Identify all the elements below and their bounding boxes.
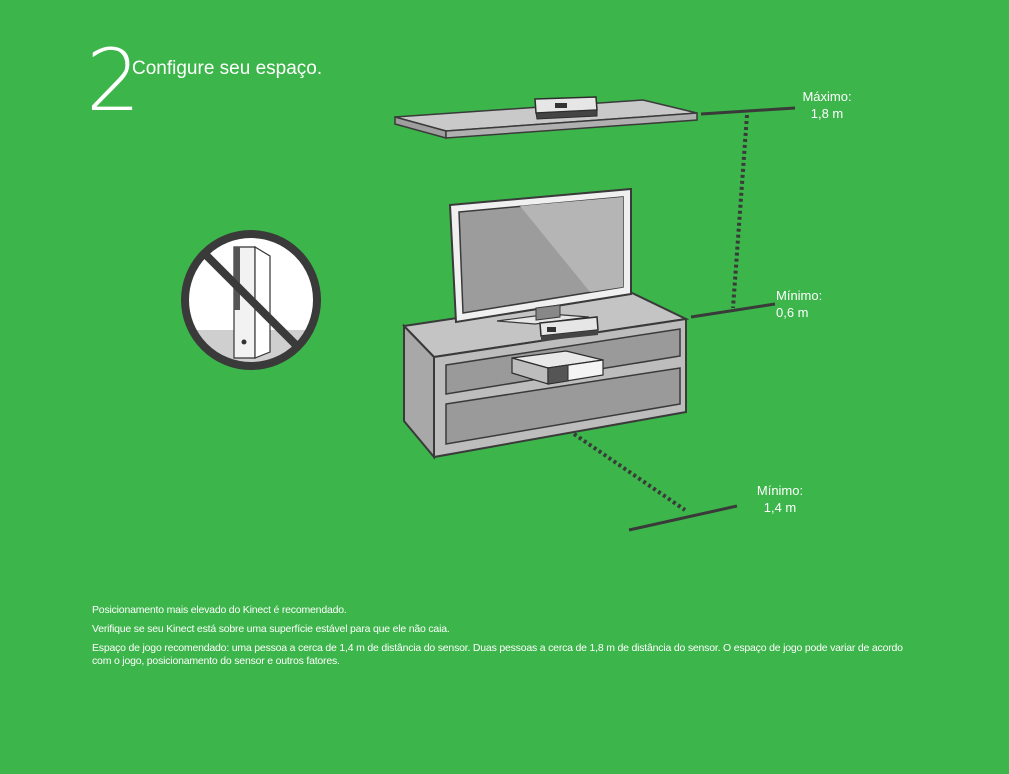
step-number: 2	[86, 31, 141, 131]
min-distance-label-title: Mínimo:	[756, 483, 804, 498]
step-title: Configure seu espaço.	[132, 58, 323, 79]
note-stability: Verifique se seu Kinect está sobre uma s…	[92, 623, 450, 635]
note-play-space: Espaço de jogo recomendado: uma pessoa a…	[92, 642, 903, 667]
max-height-value: 1,8 m	[810, 106, 844, 121]
max-height-label: Máximo: 1,8 m	[792, 88, 862, 122]
min-height-label: Mínimo: 0,6 m	[776, 287, 848, 321]
kinect-sensor-on-shelf	[534, 96, 598, 120]
min-height-value: 0,6 m	[776, 305, 809, 320]
min-distance-label: Mínimo: 1,4 m	[745, 482, 815, 516]
note-placement: Posicionamento mais elevado do Kinect é …	[92, 604, 347, 616]
min-distance-line	[628, 504, 738, 532]
distance-dashed-line	[572, 432, 687, 512]
min-height-line	[690, 302, 776, 319]
max-height-label-title: Máximo:	[802, 89, 852, 104]
min-distance-value: 1,4 m	[763, 500, 797, 515]
setup-notes: Posicionamento mais elevado do Kinect é …	[92, 604, 922, 674]
min-height-label-title: Mínimo:	[776, 288, 823, 303]
kinect-sensor-on-stand	[539, 316, 599, 341]
console-horizontal	[511, 350, 604, 385]
television	[448, 187, 632, 325]
vertical-dashed-line	[731, 114, 749, 309]
prohibited-sign-icon	[181, 230, 321, 370]
max-height-line	[700, 106, 796, 116]
